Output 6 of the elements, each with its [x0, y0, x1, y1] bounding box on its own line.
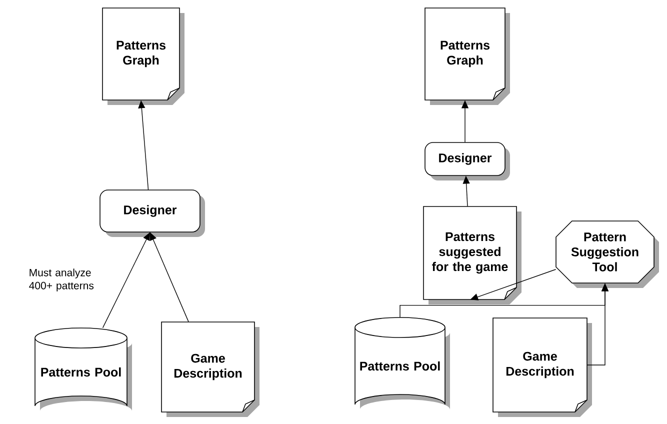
arrow [470, 269, 556, 300]
rounded-box: Designer [424, 142, 510, 180]
database-cylinder: Patterns Pool [34, 328, 132, 411]
edge-label: Must analyze 400+ patterns [29, 268, 94, 292]
rounded-box: Designer [100, 190, 205, 237]
database-cylinder: Patterns Pool [354, 317, 450, 410]
